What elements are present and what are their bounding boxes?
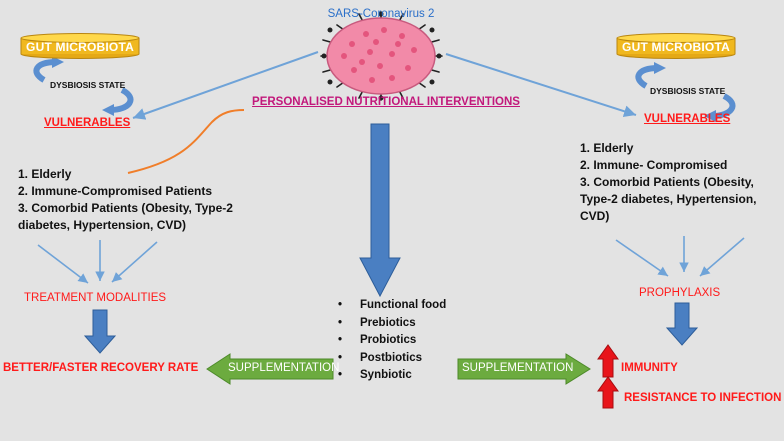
list-item: 1. Elderly — [18, 167, 72, 181]
center-down-arrow — [359, 123, 401, 298]
left-treatment-down-arrow — [83, 309, 117, 354]
cylinder-shape — [20, 33, 140, 59]
right-dysbiosis-cycle-icon — [635, 62, 736, 122]
list-item: 2. Immune- Compromised — [580, 158, 728, 172]
list-item: 1. Elderly — [580, 141, 634, 155]
right-dysbiosis-label: DYSBIOSIS STATE — [650, 86, 726, 96]
list-item: 2. Immune-Compromised Patients — [18, 184, 213, 198]
left-list-arrow-3 — [111, 241, 158, 283]
right-list-arrow-1 — [615, 239, 669, 277]
list-item: Functional food — [338, 297, 468, 315]
right-cylinder-label: GUT MICROBIOTA — [622, 40, 730, 54]
list-item: Postbiotics — [338, 350, 468, 368]
right-prophylaxis-down-arrow — [665, 302, 699, 346]
list-item: Prebiotics — [338, 315, 468, 333]
immunity-up-arrow — [597, 344, 619, 378]
prophylaxis-label: PROPHYLAXIS — [639, 287, 721, 299]
right-vulnerables-label: VULNERABLES — [644, 113, 731, 125]
center-title: PERSONALISED NUTRITIONAL INTERVENTIONS — [252, 96, 520, 108]
right-supplementation-arrow — [457, 353, 591, 385]
interventions-list: Functional food Prebiotics Probiotics Po… — [338, 297, 468, 385]
right-supplementation-text: SUPPLEMENTATION — [462, 362, 574, 374]
left-dysbiosis-label: DYSBIOSIS STATE — [50, 80, 126, 90]
list-item: 3. Comorbid Patients (Obesity, — [580, 175, 754, 189]
recovery-rate-label: BETTER/FASTER RECOVERY RATE — [3, 362, 199, 374]
left-gut-microbiota-cylinder: GUT MICROBIOTA — [20, 33, 140, 59]
left-dysbiosis-cycle-icon — [33, 56, 134, 116]
virus-to-left-vulnerables-line — [132, 51, 319, 120]
left-list-arrow-1 — [37, 244, 89, 284]
immunity-label: IMMUNITY — [621, 362, 678, 374]
list-item: Probiotics — [338, 332, 468, 350]
left-vulnerables-label: VULNERABLES — [44, 117, 131, 129]
list-item: 3. Comorbid Patients (Obesity, Type-2 — [18, 201, 233, 215]
left-supplementation-text: SUPPLEMENTATION — [228, 362, 340, 374]
coronavirus-icon — [320, 11, 443, 101]
cylinder-shape — [616, 33, 736, 59]
treatment-modalities-label: TREATMENT MODALITIES — [24, 292, 167, 304]
left-vulnerables-list: 1. Elderly 2. Immune-Compromised Patient… — [18, 166, 258, 234]
right-gut-microbiota-cylinder: GUT MICROBIOTA — [616, 33, 736, 59]
list-item: CVD) — [580, 209, 610, 223]
resistance-label: RESISTANCE TO INFECTION — [624, 392, 782, 404]
right-vulnerables-list: 1. Elderly 2. Immune- Compromised 3. Com… — [580, 140, 780, 225]
resistance-up-arrow — [597, 376, 619, 409]
list-item: diabetes, Hypertension, CVD) — [18, 218, 187, 232]
left-cylinder-label: GUT MICROBIOTA — [26, 40, 134, 54]
left-supplementation-arrow — [206, 353, 334, 385]
right-list-arrow-3 — [699, 237, 745, 277]
list-item: Type-2 diabetes, Hypertension, — [580, 192, 757, 206]
virus-label: SARS-Coronavirus 2 — [327, 8, 435, 20]
list-item: Synbiotic — [338, 367, 468, 385]
virus-to-right-vulnerables-line — [445, 53, 637, 118]
orange-connector-curve — [127, 109, 245, 174]
